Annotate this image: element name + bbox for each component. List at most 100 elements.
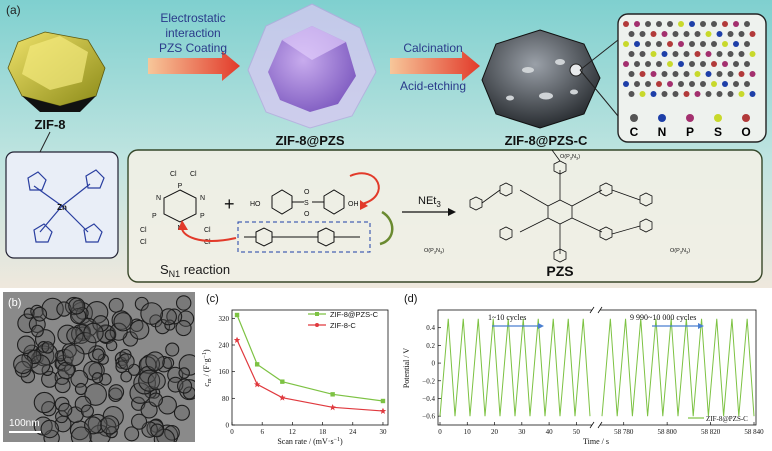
- tem-particle: [56, 301, 72, 317]
- tem-particle: [177, 310, 195, 327]
- lattice-atom: [667, 81, 673, 87]
- ring-atom-n-left: N: [156, 195, 161, 202]
- chart-d-ylabel: Potential / V: [402, 348, 411, 389]
- lattice-atom: [727, 51, 734, 57]
- chart-c-xlabel: Scan rate / (mV·s−1): [277, 437, 343, 446]
- panel-c-label: (c): [206, 293, 219, 305]
- axis-break-mark: [597, 421, 603, 429]
- lattice-atom: [678, 21, 684, 27]
- axis-break-mark: [589, 421, 595, 429]
- plus-sign: +: [224, 194, 235, 214]
- sn1-reaction-label: SN1 reaction: [160, 262, 230, 279]
- c-xtick-label: 12: [289, 428, 297, 436]
- c-xlabel-sup: −1: [334, 437, 340, 443]
- lattice-atom: [672, 31, 679, 37]
- lattice-atom: [749, 31, 756, 37]
- atom-legend-n: N: [658, 125, 667, 139]
- curved-arrow-green: [379, 210, 394, 246]
- c-xtick-label: 24: [349, 428, 357, 436]
- arrow1-line1: Electrostatic: [160, 11, 225, 25]
- lattice-atom: [678, 41, 684, 47]
- reaction-scheme-box: [127, 149, 763, 283]
- bps-o1: O: [304, 189, 310, 196]
- zif8-pzs-crystal-image: [247, 3, 377, 129]
- curved-arrow-orange-head: [178, 220, 188, 230]
- zinc-label: Zn: [57, 203, 67, 212]
- lattice-atom: [672, 91, 679, 97]
- tem-particle: [118, 353, 135, 370]
- lattice-atom: [656, 81, 662, 87]
- lattice-atom: [722, 41, 728, 47]
- tem-particle: [84, 416, 103, 435]
- pzs-left-g4: 3: [440, 250, 443, 255]
- lattice-atom: [689, 61, 695, 67]
- tem-particle: [92, 348, 105, 361]
- c-xtick-label: 0: [230, 428, 234, 436]
- tem-particle: [148, 392, 163, 407]
- zif8-crystal-image: [7, 31, 106, 112]
- lattice-atom: [711, 41, 717, 47]
- d-xtick-label: 50: [573, 428, 581, 436]
- zif8-structure-inset: Zn: [5, 131, 119, 259]
- tem-particle: [32, 306, 48, 322]
- sn1-rest: reaction: [180, 262, 230, 277]
- reaction-arrow: [402, 208, 456, 216]
- chart-c-ylabel: cm / (F·g−1): [202, 349, 213, 387]
- lattice-atom: [722, 61, 728, 67]
- lattice-atom: [722, 21, 728, 27]
- tem-particle: [113, 312, 133, 332]
- tem-particle: [74, 395, 92, 413]
- pzs-top-g5: ): [578, 154, 580, 160]
- lattice-atom: [639, 91, 646, 97]
- lattice-atom: [623, 61, 629, 67]
- panel-a: (a) ZIF-8 Electrostatic interaction PZS …: [0, 0, 772, 288]
- lattice-atom: [733, 61, 739, 67]
- lattice-atom: [656, 61, 662, 67]
- bps-oh: OH: [348, 201, 359, 208]
- pzs-right-g5: ): [688, 248, 690, 254]
- tem-particle: [74, 382, 88, 396]
- tem-particle: [165, 342, 180, 357]
- lattice-atom: [634, 21, 640, 27]
- pzs-right-g3: N: [682, 248, 686, 254]
- tem-particle: [16, 335, 36, 354]
- lattice-atom: [656, 41, 662, 47]
- pzs-right-g4: 3: [686, 250, 689, 255]
- lattice-atom: [639, 31, 646, 37]
- lattice-atom: [727, 71, 734, 77]
- tem-particle: [54, 377, 71, 394]
- c-legend-label: ZIF-8-C: [330, 321, 356, 330]
- ring-atom-p-left: P: [152, 213, 157, 220]
- tem-particle: [124, 426, 140, 442]
- lattice-atom: [733, 41, 739, 47]
- atom-legend-s: S: [714, 125, 722, 139]
- tem-particle: [70, 426, 92, 448]
- cl-label-6: Cl: [140, 239, 147, 246]
- c-xlabel-close: ): [340, 437, 343, 446]
- c-ylabel-sub: m: [207, 378, 213, 383]
- tem-particle: [120, 370, 133, 383]
- lattice-atom: [628, 91, 635, 97]
- lattice-atom: [744, 21, 750, 27]
- d-annotation-arrowhead-early: [538, 323, 544, 329]
- c-point-star: [379, 407, 387, 414]
- chart-c-series: [233, 312, 387, 414]
- pzs-end-group-right: O(P3N3): [670, 248, 690, 255]
- axis-break: [589, 306, 603, 430]
- tem-particle: [147, 371, 166, 391]
- c-series-line: [236, 314, 384, 402]
- cl-label-2: Cl: [190, 171, 197, 178]
- zif8-title: ZIF-8: [34, 117, 65, 132]
- tem-particle: [68, 297, 86, 315]
- tem-particle: [138, 369, 161, 392]
- arrow2-line2: Acid-etching: [400, 79, 466, 93]
- lattice-atom: [628, 71, 635, 77]
- tem-particle: [105, 426, 118, 439]
- pzs-structure: [469, 149, 653, 263]
- lattice-atom: [749, 91, 756, 97]
- tem-image: (b) 100nm: [3, 292, 201, 450]
- bisphenol-s: HO S O O OH: [250, 189, 359, 218]
- pzs-left-g3: N: [436, 248, 440, 254]
- lattice-atom: [672, 51, 679, 57]
